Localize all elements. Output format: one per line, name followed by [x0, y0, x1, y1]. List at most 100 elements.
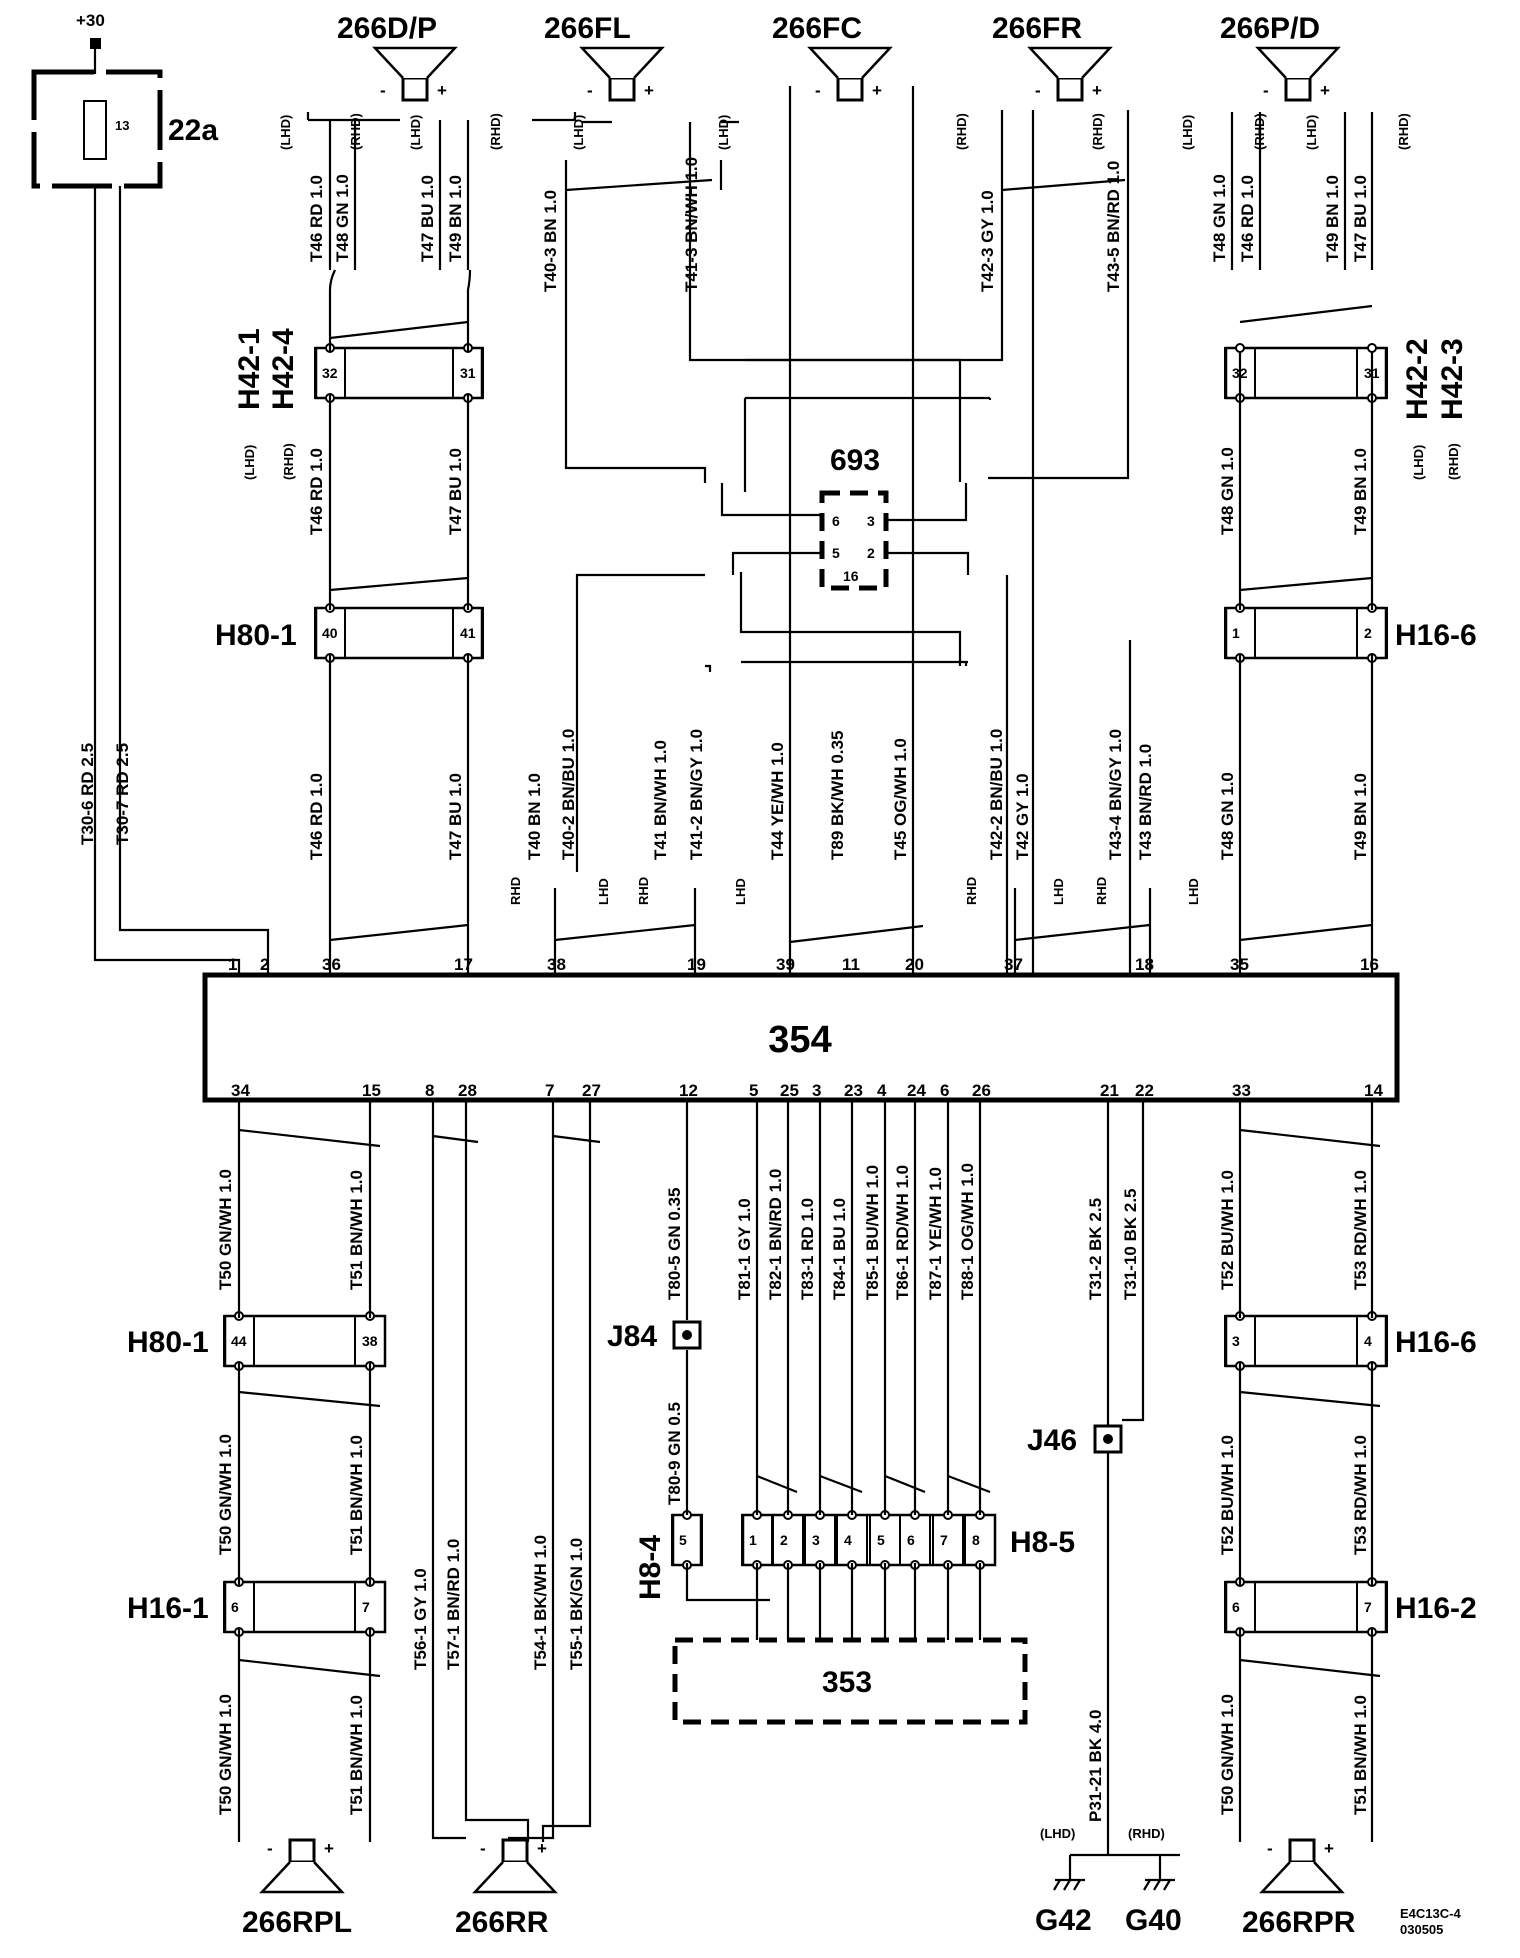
speaker-symbol: 266FC-+ — [772, 12, 893, 102]
wire-label: T55-1 BK/GN 1.0 — [567, 1538, 586, 1670]
speaker-symbol: 266FR-+ — [992, 12, 1113, 102]
speaker-minus: - — [267, 1839, 273, 1858]
connector-names: H42-1 H42-4 (LHD) (RHD) H42-2 H42-3 (LHD… — [127, 328, 1477, 1625]
m693-pin: 6 — [832, 513, 840, 529]
drive-variant-label: RHD — [636, 877, 651, 905]
fuse-number: 13 — [115, 118, 129, 133]
wire-label: T50 GN/WH 1.0 — [216, 1169, 235, 1290]
wire-label: T80-5 GN 0.35 — [665, 1188, 684, 1300]
wire-t30-7: T30-7 RD 2.5 — [113, 743, 132, 845]
connector-pin: 7 — [940, 1532, 948, 1548]
connector-pin: 2 — [1364, 625, 1372, 641]
speaker-label: 266FC — [772, 12, 862, 45]
conn-h16-2: H16-2 — [1395, 1592, 1477, 1625]
wire-label: T51 BN/WH 1.0 — [347, 1170, 366, 1290]
wire-label: T40 BN 1.0 — [525, 773, 544, 860]
wire-label: T85-1 BU/WH 1.0 — [863, 1165, 882, 1300]
wire-label: T49 BN 1.0 — [446, 175, 465, 262]
conn-h80-1-bottom: H80-1 — [127, 1326, 209, 1359]
speaker-minus: - — [480, 1839, 486, 1858]
conn-h8-5: H8-5 — [1010, 1526, 1075, 1559]
splice-j46-label: J46 — [1027, 1424, 1077, 1457]
wire-label: T56-1 GY 1.0 — [411, 1568, 430, 1670]
supply-label: +30 — [76, 11, 105, 30]
wire-label: T42-2 BN/BU 1.0 — [987, 729, 1006, 860]
speaker-minus: - — [587, 81, 593, 100]
m693-pin: 5 — [832, 545, 840, 561]
main-bottom-pin: 24 — [907, 1081, 926, 1100]
wire-label: T46 RD 1.0 — [307, 175, 326, 262]
conn-h16-6-bottom: H16-6 — [1395, 1326, 1477, 1359]
conn-h42-4-variant: (RHD) — [281, 443, 296, 480]
ground-rhd: (RHD) — [1128, 1826, 1165, 1841]
speaker-plus: + — [437, 81, 447, 100]
wire-label: T47 BU 1.0 — [418, 175, 437, 262]
speaker-label: 266FL — [544, 12, 631, 45]
connector-pin: 5 — [877, 1532, 885, 1548]
connector-h8-4: 5 — [671, 1510, 703, 1570]
connector-pin: 40 — [322, 625, 338, 641]
footer-code: E4C13C-4 — [1400, 1906, 1461, 1921]
wire-label: T47 BU 1.0 — [1351, 175, 1370, 262]
connector-pin: 32 — [322, 365, 338, 381]
speaker-minus: - — [380, 81, 386, 100]
ground-g42: G42 — [1035, 1904, 1092, 1937]
wire-label: T46 RD 1.0 — [307, 448, 326, 535]
wire-label: T50 GN/WH 1.0 — [216, 1434, 235, 1555]
speaker-symbol: 266RPL-+ — [242, 1838, 352, 1939]
wire-label: T80-9 GN 0.5 — [665, 1402, 684, 1505]
main-top-pin: 2 — [260, 955, 269, 974]
speaker-plus: + — [1320, 81, 1330, 100]
conn-h42-1-variant: (LHD) — [242, 445, 257, 480]
drive-variant-label: (LHD) — [278, 115, 293, 150]
speaker-label: 266RPL — [242, 1906, 352, 1939]
connector-pin: 6 — [907, 1532, 915, 1548]
speaker-plus: + — [644, 81, 654, 100]
conn-h42-2: H42-2 — [1401, 338, 1434, 420]
main-top-pin: 39 — [776, 955, 795, 974]
module-693: 693 6 3 5 2 16 — [819, 444, 889, 591]
speaker-symbol: 266RPR-+ — [1242, 1838, 1356, 1939]
module-353: 353 — [672, 1637, 1028, 1725]
speaker-label: 266FR — [992, 12, 1082, 45]
connector-pin: 2 — [780, 1532, 788, 1548]
wire-label: T86-1 RD/WH 1.0 — [893, 1165, 912, 1300]
splice-j84: J84 — [607, 1320, 702, 1353]
main-bottom-pin: 23 — [844, 1081, 863, 1100]
connector-pin: 8 — [972, 1532, 980, 1548]
wire-label: T40-3 BN 1.0 — [541, 190, 560, 292]
main-top-pin: 17 — [454, 955, 473, 974]
module-354: 354 — [202, 972, 1400, 1103]
wire-label: T48 GN 1.0 — [1218, 772, 1237, 860]
drive-variant-label: (LHD) — [571, 115, 586, 150]
drive-variant-label: (RHD) — [1090, 113, 1105, 150]
wire-label: T41-3 BN/WH 1.0 — [682, 157, 701, 292]
connector-pin: 7 — [1364, 1599, 1372, 1615]
wire-label: T51 BN/WH 1.0 — [347, 1435, 366, 1555]
fuse-box-22a: +30 13 22a — [31, 11, 218, 189]
speaker-label: 266RR — [455, 1906, 549, 1939]
wire-label: T49 BN 1.0 — [1351, 448, 1370, 535]
speaker-plus: + — [1092, 81, 1102, 100]
main-bottom-pin: 12 — [679, 1081, 698, 1100]
wire-label: T52 BU/WH 1.0 — [1218, 1435, 1237, 1555]
main-bottom-pin: 15 — [362, 1081, 381, 1100]
speaker-minus: - — [1267, 1839, 1273, 1858]
wire-label: T31-2 BK 2.5 — [1086, 1198, 1105, 1300]
drive-variant-label: LHD — [1186, 878, 1201, 905]
wire-label: T42-3 GY 1.0 — [978, 190, 997, 292]
drive-variant-label: (LHD) — [1180, 115, 1195, 150]
ground-g40: G40 — [1125, 1904, 1182, 1937]
wire-label: T51 BN/WH 1.0 — [1351, 1695, 1370, 1815]
wire-label: T43-5 BN/RD 1.0 — [1104, 161, 1123, 292]
ground-lhd: (LHD) — [1040, 1826, 1075, 1841]
main-bottom-pin: 14 — [1364, 1081, 1383, 1100]
